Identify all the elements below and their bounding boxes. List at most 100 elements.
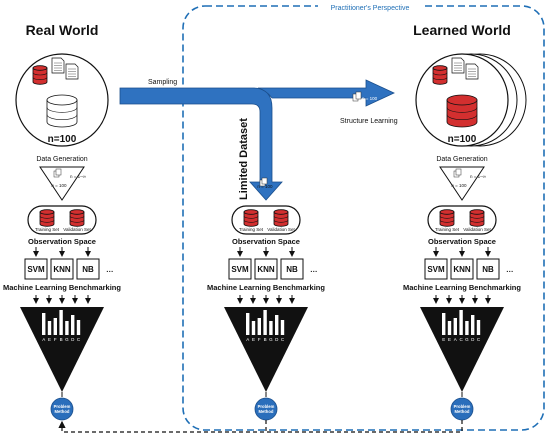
training-set-icon <box>439 209 455 227</box>
ranking-letter: D <box>275 337 279 342</box>
ranking-letter: C <box>459 337 463 342</box>
problem-method-node <box>50 397 74 421</box>
classifier-label: SVM <box>427 265 445 274</box>
validation-set-label: Validation Set <box>463 227 491 232</box>
sample-docs-icon <box>55 168 62 176</box>
ranking-funnel <box>224 307 308 392</box>
arrow-docs-icon <box>352 91 362 102</box>
classifier-box <box>280 258 304 280</box>
ranking-letter: F <box>258 337 261 342</box>
database-icon <box>46 94 78 128</box>
classifier-box <box>24 258 48 280</box>
ranking-letter: D <box>71 337 75 342</box>
structure-learning-label: Structure Learning <box>340 118 398 125</box>
ranking-bar <box>65 321 69 335</box>
data-generation-label: Data Generation <box>436 156 487 163</box>
ranking-bar <box>465 321 469 335</box>
benchmarking-label: Machine Learning Benchmarking <box>207 283 325 292</box>
ranking-letter: A <box>246 337 249 342</box>
ranking-letter: D <box>471 337 475 342</box>
ranking-letter: F <box>54 337 57 342</box>
training-set-icon <box>243 209 259 227</box>
ranking-letter: A <box>42 337 45 342</box>
limited-dataset-label: Limited Dataset <box>238 118 250 200</box>
column-title: Learned World <box>413 22 511 38</box>
problem-method-label: Method <box>259 409 274 414</box>
ranking-letter: G <box>465 337 469 342</box>
classifier-label: KNN <box>453 265 471 274</box>
arrow-n-label: n = 100 <box>362 96 378 101</box>
classifier-label: SVM <box>27 265 45 274</box>
ranking-bar <box>251 321 256 335</box>
problem-method-label: Problem <box>454 404 471 409</box>
ranking-funnel <box>20 307 104 392</box>
ranking-bar <box>59 310 63 335</box>
ranking-bar <box>53 318 57 335</box>
small-database-icon <box>432 65 448 85</box>
database-icon <box>446 94 478 128</box>
problem-method-label: Problem <box>258 404 275 409</box>
ranking-letter: G <box>65 337 69 342</box>
perspective-label: Practitioner's Perspective <box>331 5 410 12</box>
ranking-letter: A <box>454 337 457 342</box>
ranking-funnel <box>420 307 504 392</box>
ranking-letter: C <box>477 337 481 342</box>
classifier-label: NB <box>82 265 94 274</box>
classifier-box <box>254 258 278 280</box>
ranking-bar <box>275 315 279 335</box>
ranking-bar <box>453 318 457 335</box>
benchmarking-label: Machine Learning Benchmarking <box>3 283 121 292</box>
observation-space-label: Observation Space <box>232 237 300 246</box>
classifier-ellipsis: … <box>506 265 514 274</box>
perspective-label-bg <box>318 2 423 12</box>
ranking-bar <box>447 321 452 335</box>
document-icon <box>51 57 65 74</box>
classifier-box <box>476 258 500 280</box>
validation-set-icon <box>273 209 289 227</box>
n-sample-label: n = 100 <box>451 183 467 188</box>
ranking-bar <box>442 313 446 335</box>
document-icon <box>465 63 479 80</box>
feedback-arrow <box>58 420 463 433</box>
document-icon <box>65 63 79 80</box>
ranking-bar <box>459 310 463 335</box>
benchmarking-label: Machine Learning Benchmarking <box>403 283 521 292</box>
ranking-letter: E <box>442 337 445 342</box>
problem-method-label: Method <box>55 409 70 414</box>
validation-set-icon <box>69 209 85 227</box>
ranking-letter: C <box>77 337 81 342</box>
n-sample-label: n = 100 <box>257 184 273 189</box>
classifier-box <box>76 258 100 280</box>
mid-docs-icon <box>259 177 268 187</box>
classifier-label: SVM <box>231 265 249 274</box>
observation-space-label: Observation Space <box>28 237 96 246</box>
classifier-box <box>450 258 474 280</box>
n-range-label: n = 1–∞ <box>70 174 86 179</box>
problem-method-label: Problem <box>54 404 71 409</box>
validation-set-label: Validation Set <box>267 227 295 232</box>
ranking-bar <box>47 321 52 335</box>
n-range-label: n = 1–∞ <box>470 174 486 179</box>
validation-set-icon <box>469 209 485 227</box>
classifier-box <box>50 258 74 280</box>
sample-docs-icon <box>455 168 462 176</box>
training-set-label: Training Set <box>435 227 460 232</box>
small-database-icon <box>32 65 48 85</box>
validation-set-label: Validation Set <box>63 227 91 232</box>
ranking-letter: E <box>252 337 255 342</box>
ranking-bar <box>257 318 261 335</box>
ranking-bar <box>263 310 267 335</box>
ranking-bar <box>476 320 481 335</box>
problem-method-label: Method <box>455 409 470 414</box>
training-set-label: Training Set <box>239 227 264 232</box>
ranking-letter: B <box>60 337 63 342</box>
training-set-icon <box>39 209 55 227</box>
n-sample-label: n = 100 <box>51 183 67 188</box>
document-icon <box>451 57 465 74</box>
classifier-box <box>228 258 252 280</box>
n-label: n=100 <box>448 134 477 145</box>
ranking-bar <box>76 320 81 335</box>
